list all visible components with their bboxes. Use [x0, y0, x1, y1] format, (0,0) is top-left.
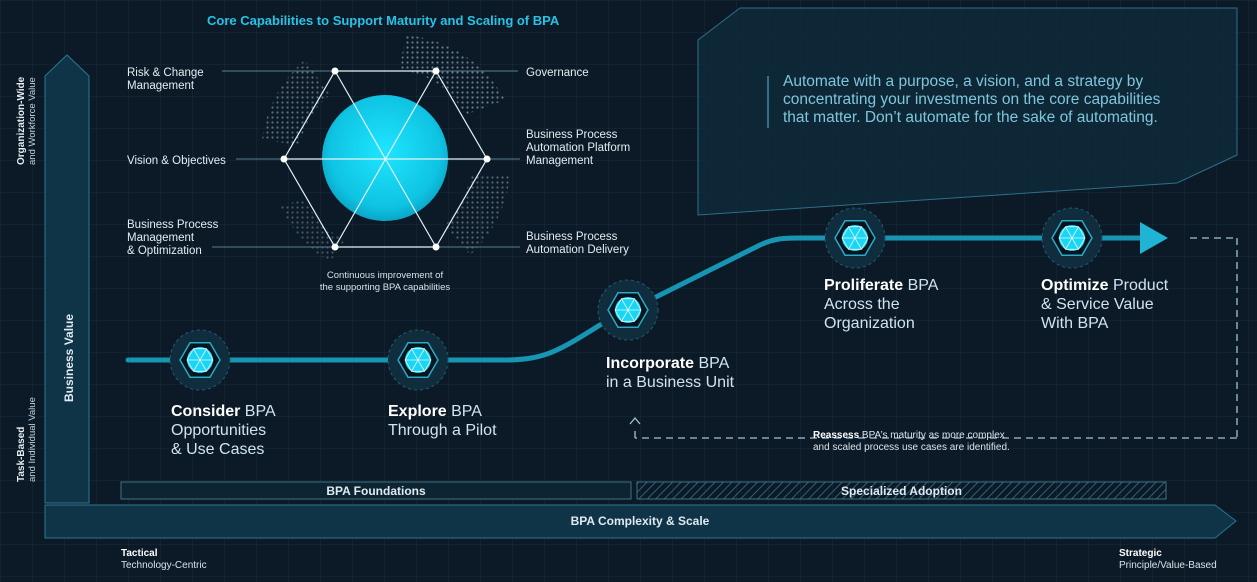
reassess-note: Reassess BPA’s maturity as more complex … — [813, 430, 1010, 453]
capability-risk-change: Risk & Change Management — [127, 67, 204, 92]
stage-node-incorporate — [597, 279, 659, 341]
maturity-path — [125, 235, 1143, 363]
dotted-arc-top-right — [400, 35, 505, 115]
capability-platform-management: Business Process Automation Platform Man… — [526, 129, 631, 167]
stage-proliferate: Proliferate BPA Across the Organization — [824, 277, 939, 332]
dotted-arc-right — [445, 175, 510, 255]
stage-node-consider — [169, 329, 231, 391]
dotted-arc-left — [262, 60, 330, 145]
specialized-label: Specialized Adoption — [841, 484, 962, 498]
reassess-loop — [634, 237, 1238, 439]
capability-automation-delivery: Business Process Automation Delivery — [526, 231, 629, 256]
x-axis-right-label: Strategic Principle/Value-Based — [1119, 548, 1217, 571]
stage-node-optimize — [1041, 207, 1103, 269]
x-axis-left-label: Tactical Technology-Centric — [121, 548, 207, 571]
y-axis-bottom-label: Task-Based and Individual Value — [16, 397, 38, 482]
y-axis-top-label: Organization-Wide and Workforce Value — [16, 76, 38, 165]
x-axis-label: BPA Complexity & Scale — [570, 514, 710, 528]
quote-panel — [697, 7, 1238, 216]
stage-nodes — [169, 207, 1103, 391]
diagram-title: Core Capabilities to Support Maturity an… — [207, 13, 560, 28]
path-arrowhead — [1140, 222, 1168, 254]
stage-optimize: Optimize Product & Service Value With BP… — [1041, 277, 1169, 332]
y-axis-arrow — [44, 54, 90, 504]
stage-explore: Explore BPA Through a Pilot — [388, 403, 497, 439]
continuous-improvement-caption: Continuous improvement of the supporting… — [319, 270, 451, 293]
capability-bpm-optimization: Business Process Management & Optimizati… — [127, 219, 219, 257]
x-axis-arrow — [44, 504, 1237, 539]
capability-hexagon — [212, 35, 520, 262]
capability-vision: Vision & Objectives — [127, 155, 226, 167]
stage-node-explore — [387, 329, 449, 391]
stage-node-proliferate — [824, 207, 886, 269]
y-axis-label: Business Value — [62, 313, 76, 402]
stage-incorporate: Incorporate BPA in a Business Unit — [606, 355, 735, 391]
quote-text: Automate with a purpose, a vision, and a… — [783, 73, 1161, 126]
foundations-label: BPA Foundations — [326, 484, 426, 498]
stage-consider: Consider BPA Opportunities & Use Cases — [171, 403, 276, 458]
specialized-bar — [636, 481, 1167, 500]
foundations-bar — [120, 481, 632, 500]
capability-governance: Governance — [526, 67, 589, 79]
reassess-arrowhead — [629, 416, 641, 425]
